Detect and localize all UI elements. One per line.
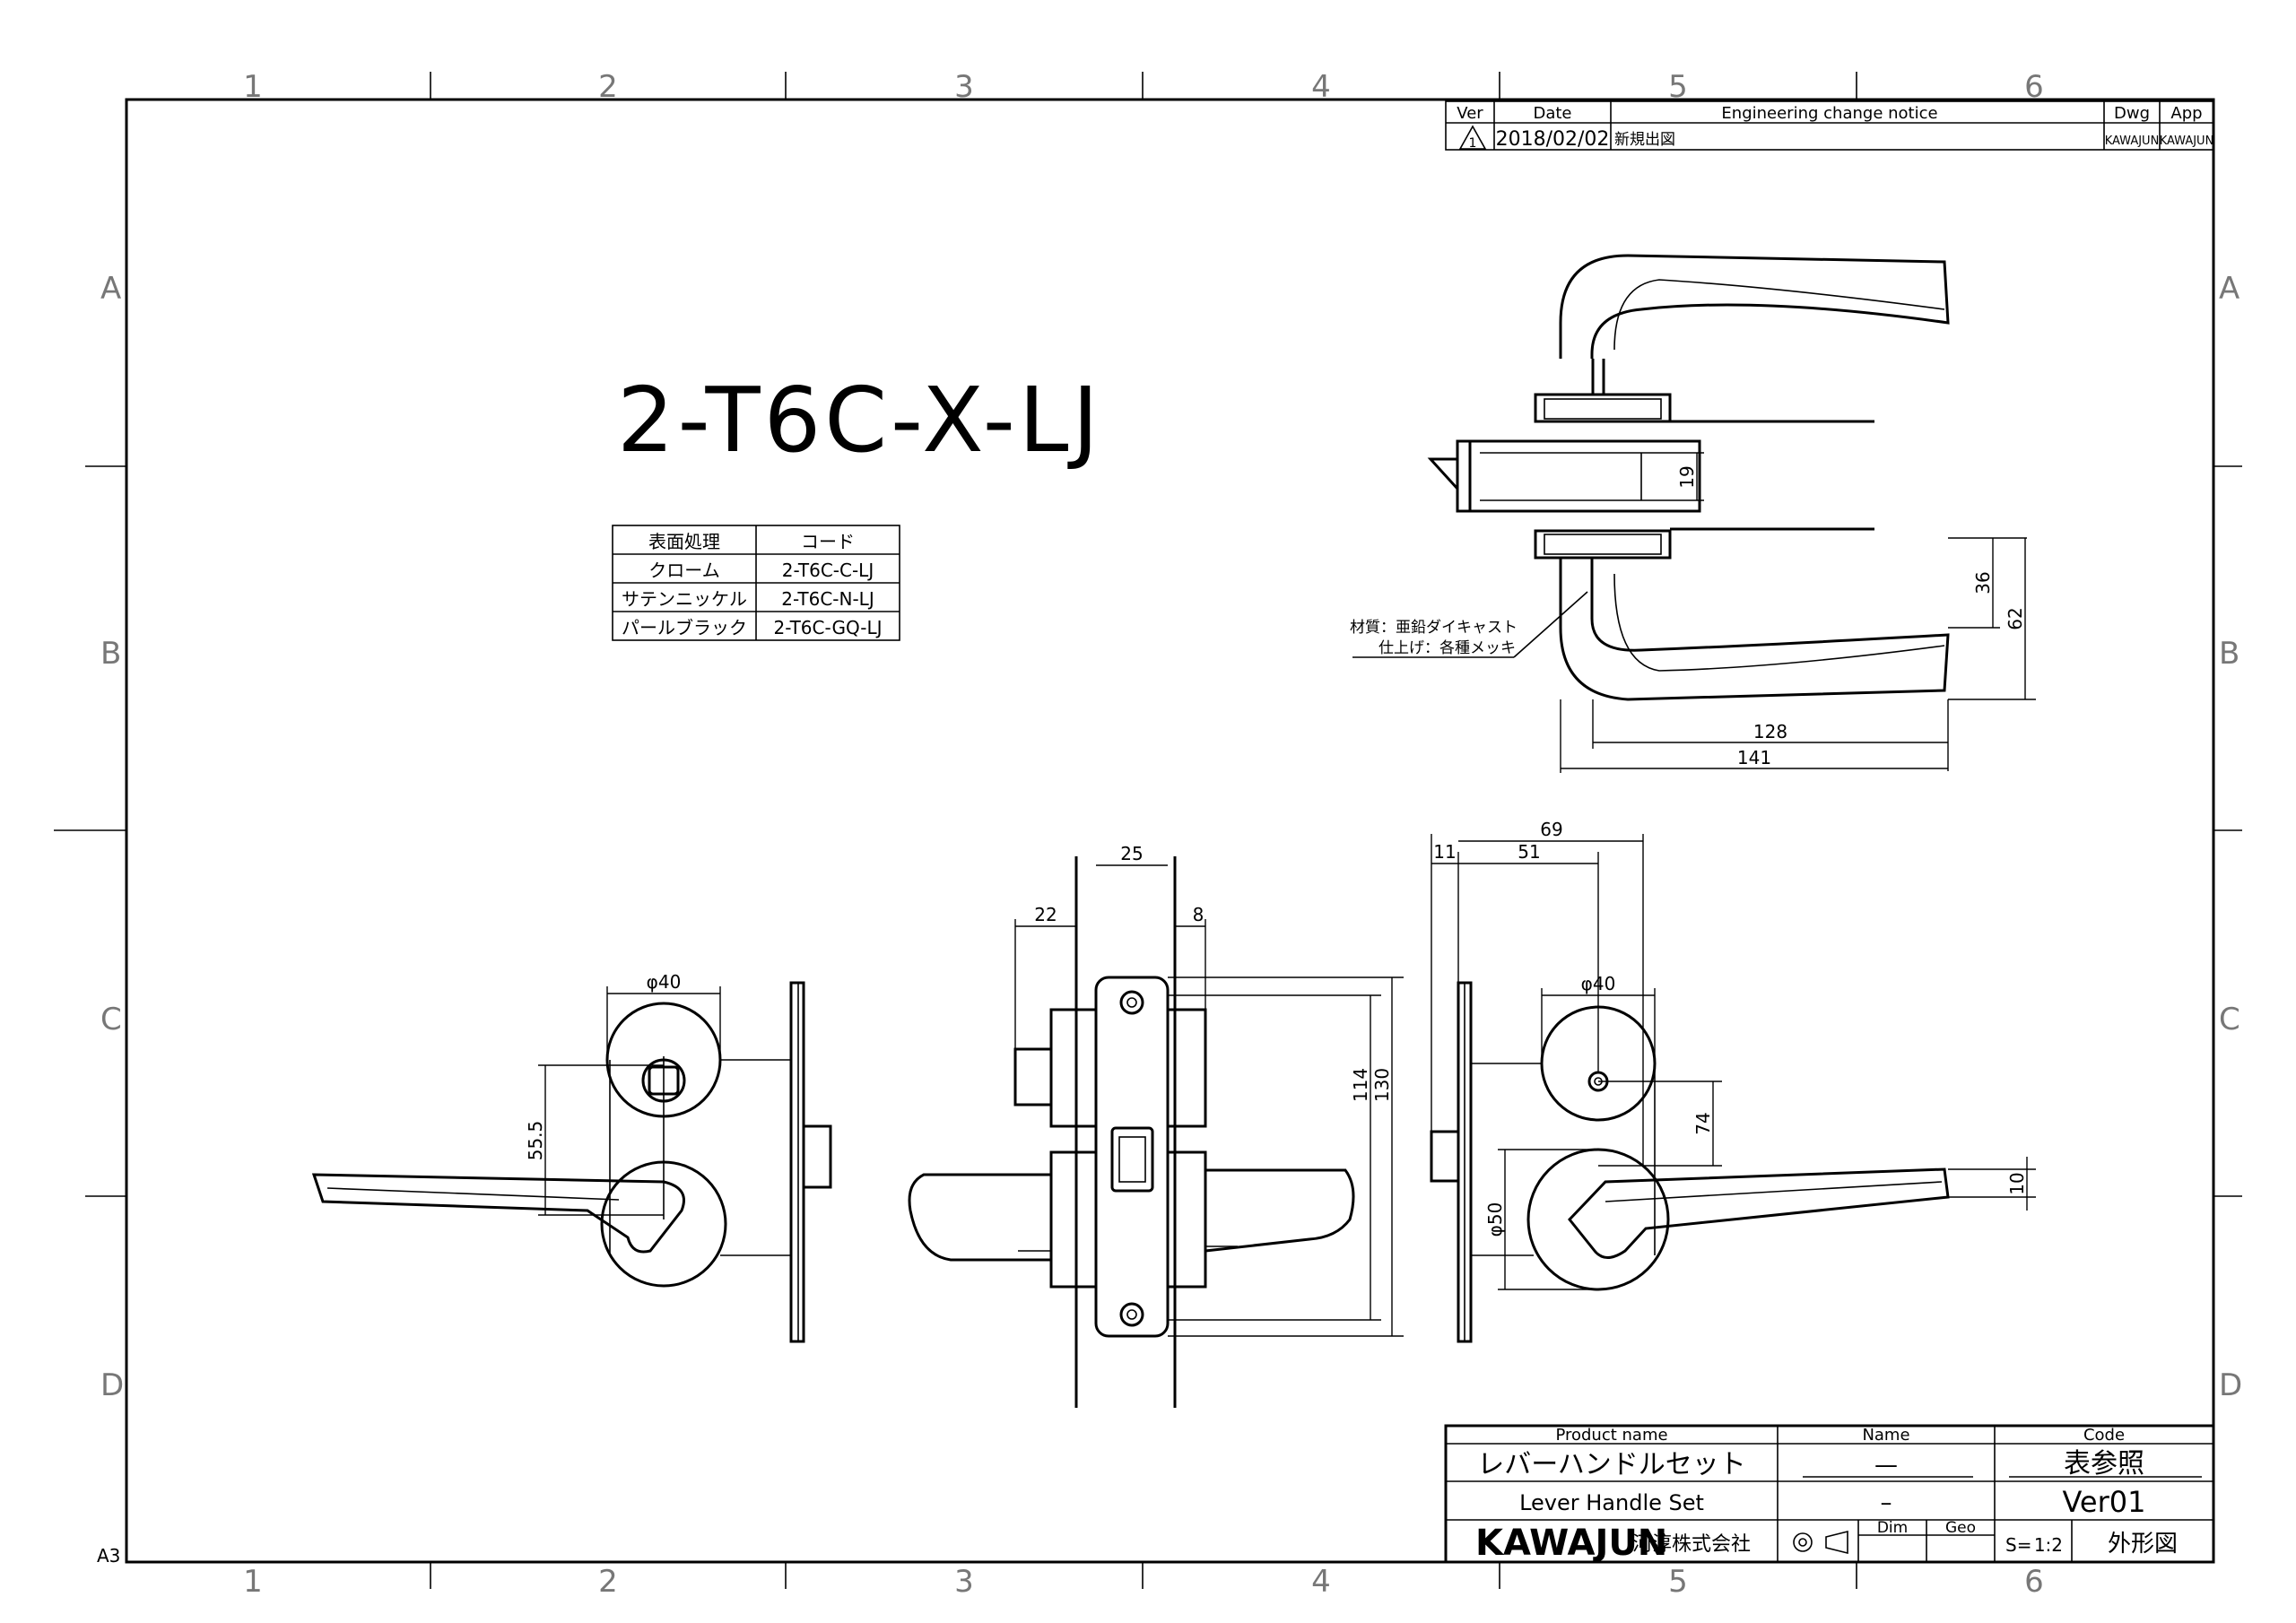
grid-col-5-bottom: 5 [1668,1564,1688,1600]
grid-col-2-bottom: 2 [598,1564,618,1600]
dim-phi40-right: φ40 [1581,973,1616,994]
grid-row-a-left: A [100,271,121,307]
name-value-1: — [1874,1452,1898,1479]
code-header: Code [2083,1426,2125,1445]
finish-header-code: コード [801,531,855,552]
finish-row-2-name: サテンニッケル [622,588,747,610]
finish-header-treatment: 表面処理 [648,531,720,552]
material-note-line-2: 仕上げ：各種メッキ [1378,639,1516,657]
name-header: Name [1862,1426,1909,1445]
grid-row-d-right: D [2219,1367,2242,1403]
grid-col-2-top: 2 [598,69,618,105]
finish-row-1-code: 2-T6C-C-LJ [782,560,874,581]
dim-25: 25 [1120,843,1143,864]
dim-128: 128 [1753,721,1787,742]
grid-row-c-left: C [100,1002,122,1037]
dim-69: 69 [1540,819,1562,840]
dim-141: 141 [1737,747,1771,768]
grid-col-4-top: 4 [1311,69,1331,105]
part-number-title: 2-T6C-X-LJ [617,368,1102,473]
dim-8: 8 [1193,904,1205,925]
title-block: Product name レバーハンドルセット Lever Handle Set… [1444,1424,2215,1564]
grid-row-b-left: B [100,636,121,672]
right-front-view-dimensions: 69 11 51 φ40 74 10 φ50 [1431,819,2036,1290]
top-view-drawing: 材質：亜鉛ダイキャスト 仕上げ：各種メッキ [1350,254,1950,701]
material-note-line-1: 材質：亜鉛ダイキャスト [1350,619,1518,637]
geo-label: Geo [1945,1519,1976,1537]
name-value-2: – [1881,1489,1892,1516]
drawing-type: 外形図 [2108,1531,2178,1558]
finish-row-2-code: 2-T6C-N-LJ [781,588,874,610]
sheet-size-label: A3 [97,1545,120,1567]
grid-col-1-bottom: 1 [243,1564,263,1600]
revision-block: Ver Date Engineering change notice Dwg A… [1445,100,2214,151]
grid-row-c-right: C [2219,1002,2240,1037]
dim-51: 51 [1518,841,1540,863]
product-name-header: Product name [1555,1426,1667,1445]
rev-triangle-icon [1458,125,1487,150]
right-front-view-drawing [1430,981,1950,1343]
dim-19: 19 [1676,465,1698,488]
grid-row-a-right: A [2219,271,2239,307]
rev-date-value: 2018/02/02 [1496,128,1610,151]
projection-symbol-cone-icon [1825,1530,1848,1555]
rev-ver-value: 1 [1469,136,1477,151]
dim-phi40-left: φ40 [647,971,682,993]
grid-ticks [54,72,2242,1589]
dim-36: 36 [1972,571,1994,594]
projection-symbol-circle-icon [1793,1532,1813,1552]
side-view-dimensions: 25 22 8 114 130 [1014,843,1404,1337]
grid-col-3-bottom: 3 [954,1564,974,1600]
left-front-view-drawing [311,981,832,1343]
version-value: Ver01 [2063,1485,2146,1519]
kawajun-logo: KAWAJUN [1475,1523,1667,1564]
finish-row-3-name: パールブラック [622,617,747,638]
rev-header-app: App [2170,104,2202,123]
finish-table: 表面処理 コード クローム 2-T6C-C-LJ サテンニッケル 2-T6C-N… [612,525,900,641]
grid-row-labels: A B C D A B C D A3 [97,271,2242,1567]
dim-10: 10 [2006,1172,2028,1194]
grid-col-6-top: 6 [2024,69,2044,105]
grid-col-6-bottom: 6 [2024,1564,2044,1600]
rev-dwg-value: KAWAJUN [2105,135,2160,148]
grid-row-b-right: B [2219,636,2239,672]
scale-label: S= [2005,1534,2031,1556]
grid-col-5-top: 5 [1668,69,1688,105]
grid-row-d-left: D [100,1367,124,1403]
grid-col-3-top: 3 [954,69,974,105]
side-view-drawing [908,856,1355,1408]
sheet-border [125,98,2215,1564]
rev-header-ver: Ver [1457,104,1483,123]
company-name: 河淳株式会社 [1632,1533,1751,1556]
dim-74: 74 [1692,1112,1714,1134]
grid-col-1-top: 1 [243,69,263,105]
grid-col-4-bottom: 4 [1311,1564,1331,1600]
finish-row-1-name: クローム [648,560,719,581]
dim-label: Dim [1877,1519,1908,1537]
rev-app-value: KAWAJUN [2160,135,2214,148]
dim-22: 22 [1034,904,1057,925]
code-value: 表参照 [2064,1448,2144,1480]
rev-notice-value: 新規出図 [1614,131,1675,149]
dim-130: 130 [1371,1068,1393,1102]
dim-phi50: φ50 [1484,1202,1506,1237]
product-name-jp: レバーハンドルセット [1477,1449,1745,1480]
grid-column-labels: 1 2 3 4 5 6 1 2 3 4 5 6 [243,69,2044,1600]
rev-header-notice: Engineering change notice [1721,104,1937,123]
rev-header-date: Date [1533,104,1571,123]
top-view-dimensions: 19 36 62 128 141 [1560,452,2036,773]
projection-symbol-inner-icon [1798,1538,1807,1547]
dim-62: 62 [2005,607,2026,629]
dim-11: 11 [1433,841,1456,863]
product-name-en: Lever Handle Set [1519,1490,1704,1515]
rev-header-dwg: Dwg [2114,104,2150,123]
finish-row-3-code: 2-T6C-GQ-LJ [773,617,882,638]
dim-114: 114 [1350,1068,1371,1102]
scale-value: 1:2 [2034,1534,2063,1556]
dim-55-5: 55.5 [525,1121,546,1161]
left-front-view-dimensions: φ40 55.5 [525,971,721,1216]
